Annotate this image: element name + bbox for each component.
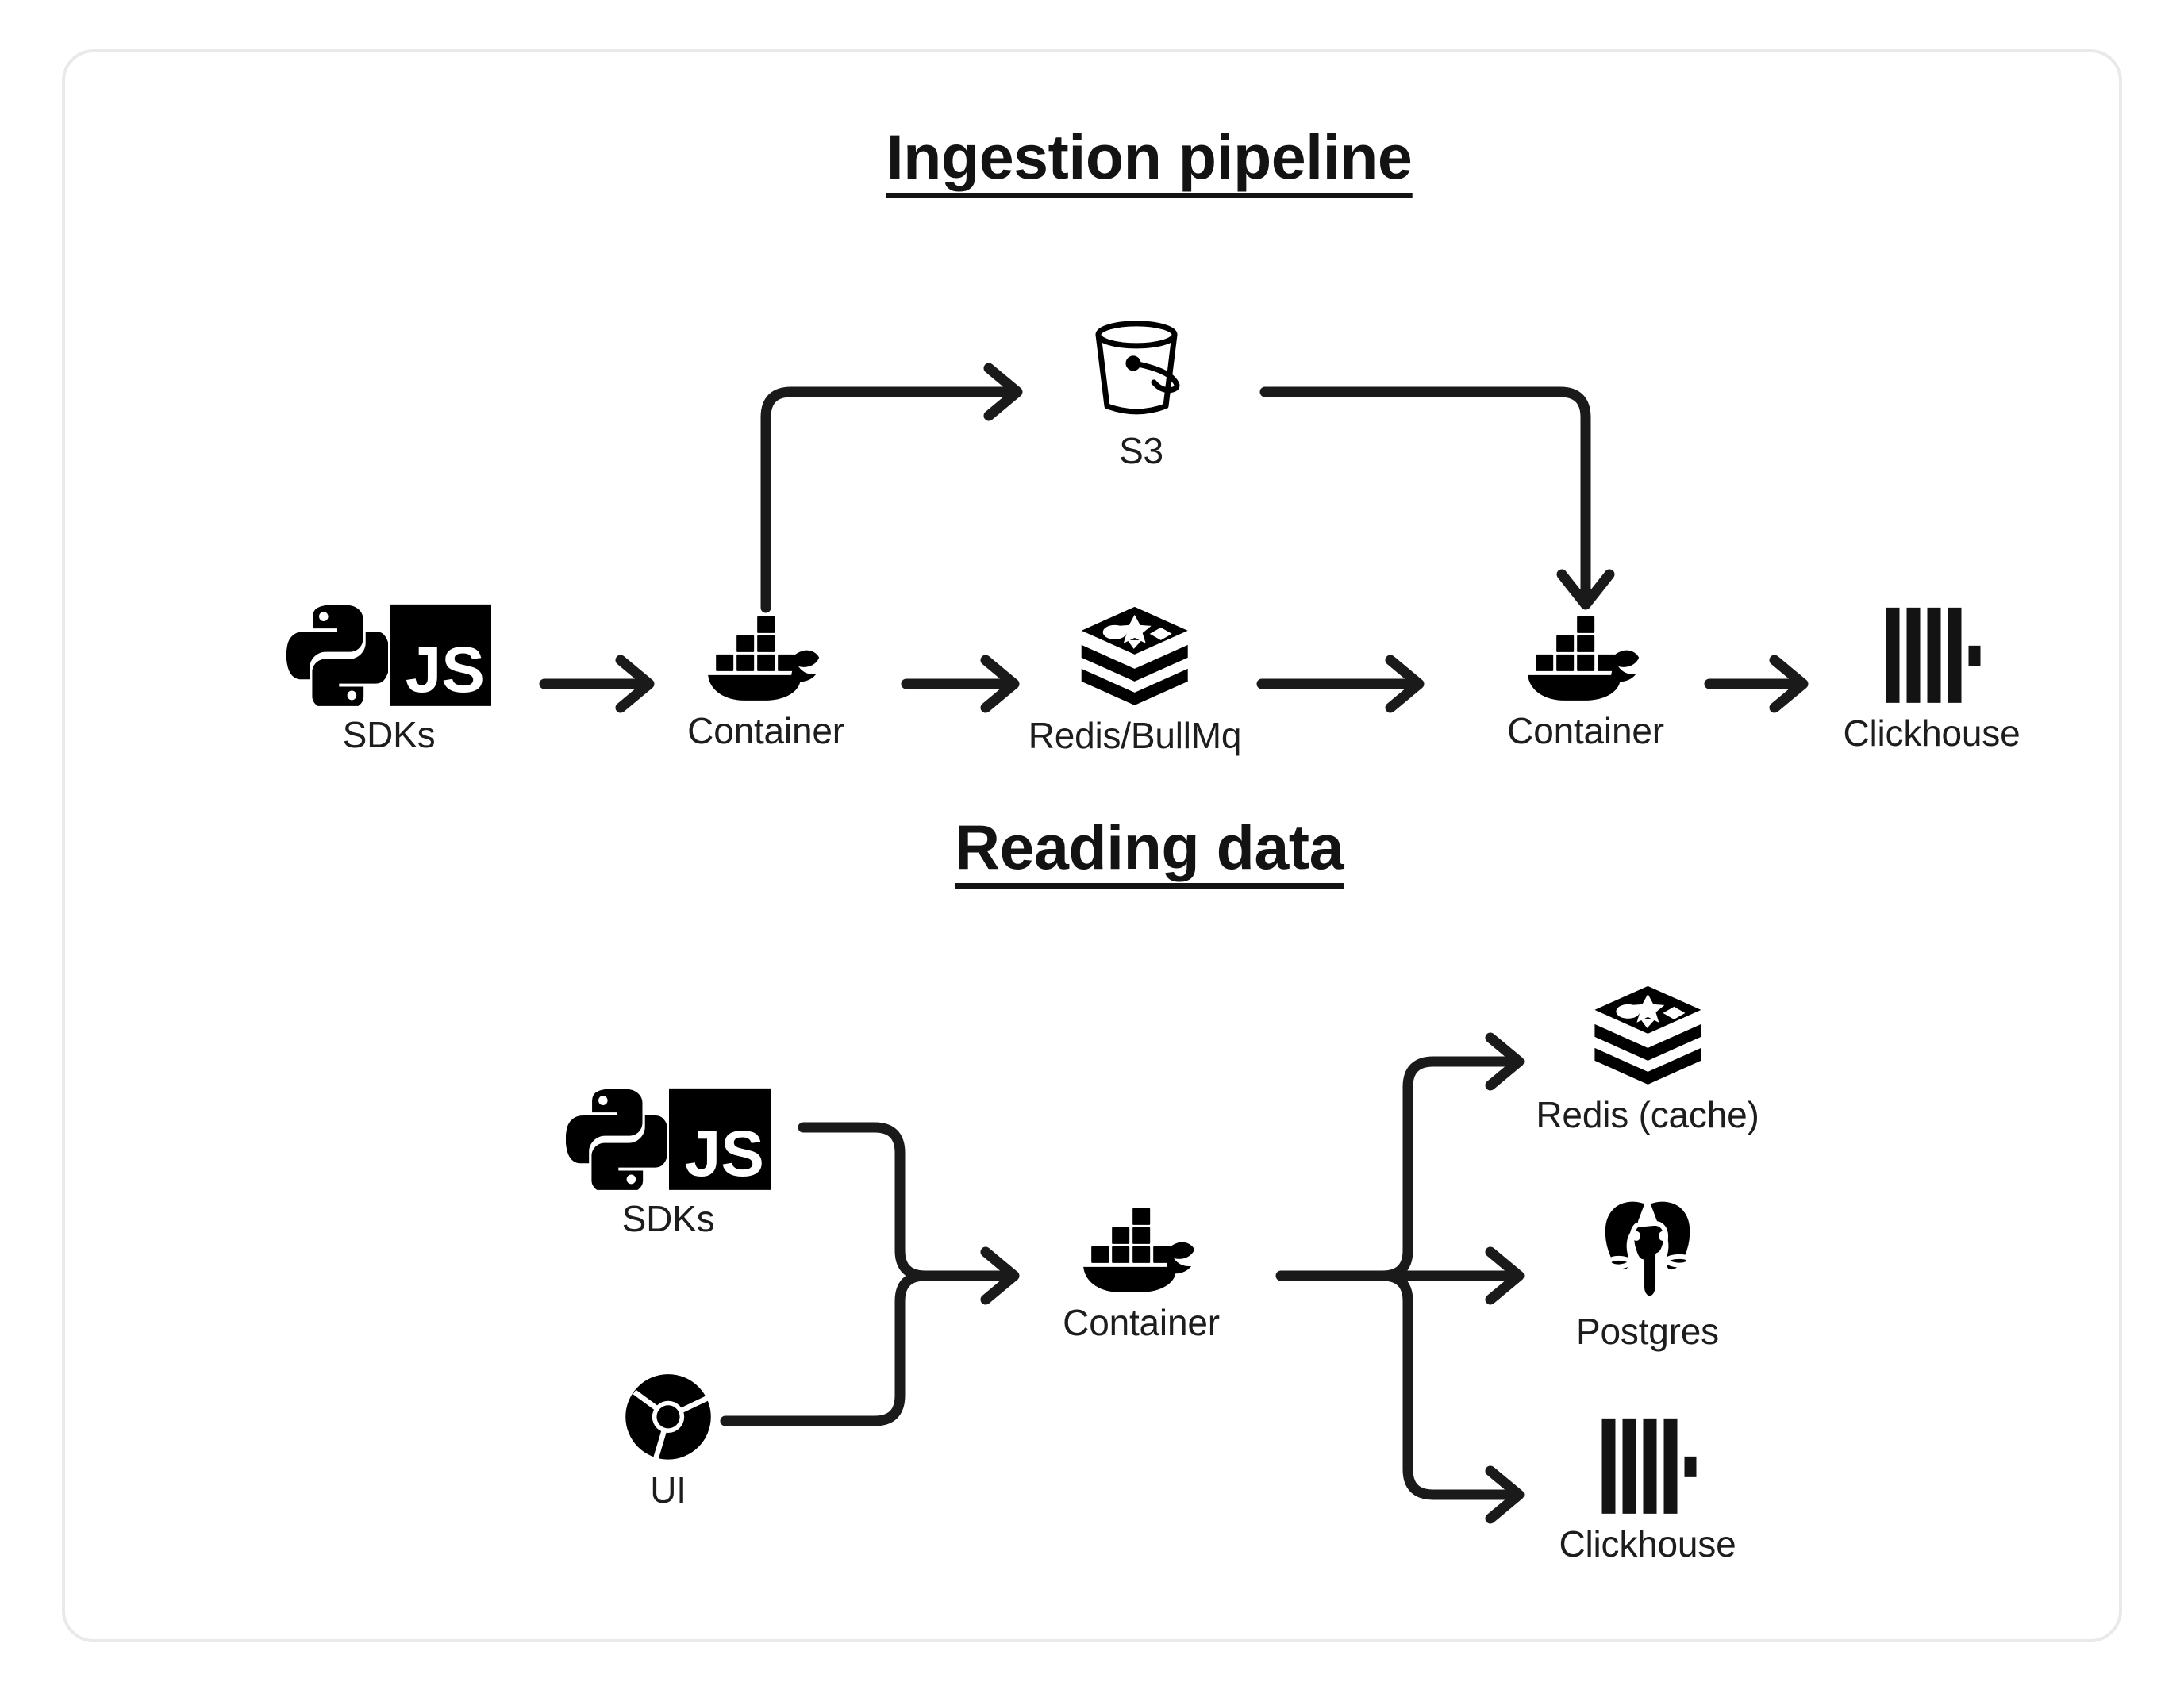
edge-container1-to-s3: [760, 363, 1023, 613]
clickhouse-icon: [1881, 606, 1982, 705]
s3-bucket-icon: [1087, 317, 1195, 422]
chrome-icon: [624, 1373, 713, 1461]
node-clickhouse-reading[interactable]: Clickhouse: [1559, 1417, 1736, 1563]
edge-merge-arrowhead: [920, 1246, 1020, 1305]
python-icon: [566, 1088, 667, 1190]
node-label: Clickhouse: [1559, 1522, 1736, 1565]
redis-icon: [1591, 983, 1704, 1086]
edge-container1-to-redis: [901, 655, 1020, 713]
node-label: SDKs: [621, 1197, 715, 1239]
docker-icon: [1526, 609, 1645, 702]
node-label: Redis/BullMq: [1028, 714, 1242, 756]
edge-container2-to-clickhouse: [1704, 655, 1809, 713]
node-label: Postgres: [1576, 1310, 1719, 1352]
node-label: SDKs: [342, 713, 436, 755]
javascript-icon: JS: [669, 1088, 771, 1190]
node-label: S3: [1119, 429, 1163, 471]
node-container-ingestion-2[interactable]: Container: [1507, 609, 1664, 750]
edge-container3-to-clickhouse2: [1377, 1270, 1525, 1524]
node-label: Redis (cache): [1536, 1093, 1759, 1135]
edge-ui-to-container3: [720, 1270, 952, 1426]
node-label: Clickhouse: [1843, 712, 2021, 754]
edge-container3-to-postgres: [1377, 1246, 1525, 1305]
clickhouse-icon: [1597, 1417, 1698, 1515]
node-s3[interactable]: S3: [1087, 317, 1195, 470]
node-postgres[interactable]: Postgres: [1576, 1197, 1719, 1352]
node-sdks-ingestion[interactable]: JS SDKs: [286, 604, 491, 755]
python-icon: [286, 604, 388, 706]
docker-icon: [706, 609, 825, 702]
sdks-icon-group: JS: [566, 1088, 771, 1190]
node-label: Container: [687, 709, 844, 751]
docker-icon: [1082, 1200, 1201, 1294]
node-container-reading[interactable]: Container: [1063, 1200, 1220, 1342]
edge-s3-to-container2: [1259, 386, 1615, 610]
edge-sdks2-to-container3: [798, 1122, 952, 1281]
node-ui[interactable]: UI: [624, 1373, 713, 1509]
node-label: Container: [1063, 1301, 1220, 1343]
section-title-ingestion: Ingestion pipeline: [886, 125, 1413, 198]
node-clickhouse-ingestion[interactable]: Clickhouse: [1844, 606, 2021, 752]
node-label: UI: [650, 1469, 686, 1511]
sdks-icon-group: JS: [286, 604, 491, 706]
node-container-ingestion-1[interactable]: Container: [687, 609, 844, 750]
diagram-card: Ingestion pipeline Reading data: [62, 49, 2122, 1642]
node-redis-bullmq[interactable]: Redis/BullMq: [1028, 604, 1242, 756]
redis-icon: [1079, 604, 1191, 707]
edge-redis-to-container2: [1256, 655, 1425, 713]
javascript-icon: JS: [390, 604, 491, 706]
connector-layer: [539, 363, 1809, 1524]
node-label: Container: [1507, 709, 1664, 751]
section-title-reading: Reading data: [954, 816, 1344, 889]
edge-container3-to-redis-cache: [1377, 1032, 1525, 1281]
postgres-icon: [1596, 1197, 1699, 1303]
edge-sdks-to-container1: [539, 655, 655, 713]
node-sdks-reading[interactable]: JS SDKs: [566, 1088, 771, 1239]
diagram-stage: Ingestion pipeline Reading data: [65, 52, 2119, 1639]
node-redis-cache[interactable]: Redis (cache): [1536, 983, 1759, 1134]
